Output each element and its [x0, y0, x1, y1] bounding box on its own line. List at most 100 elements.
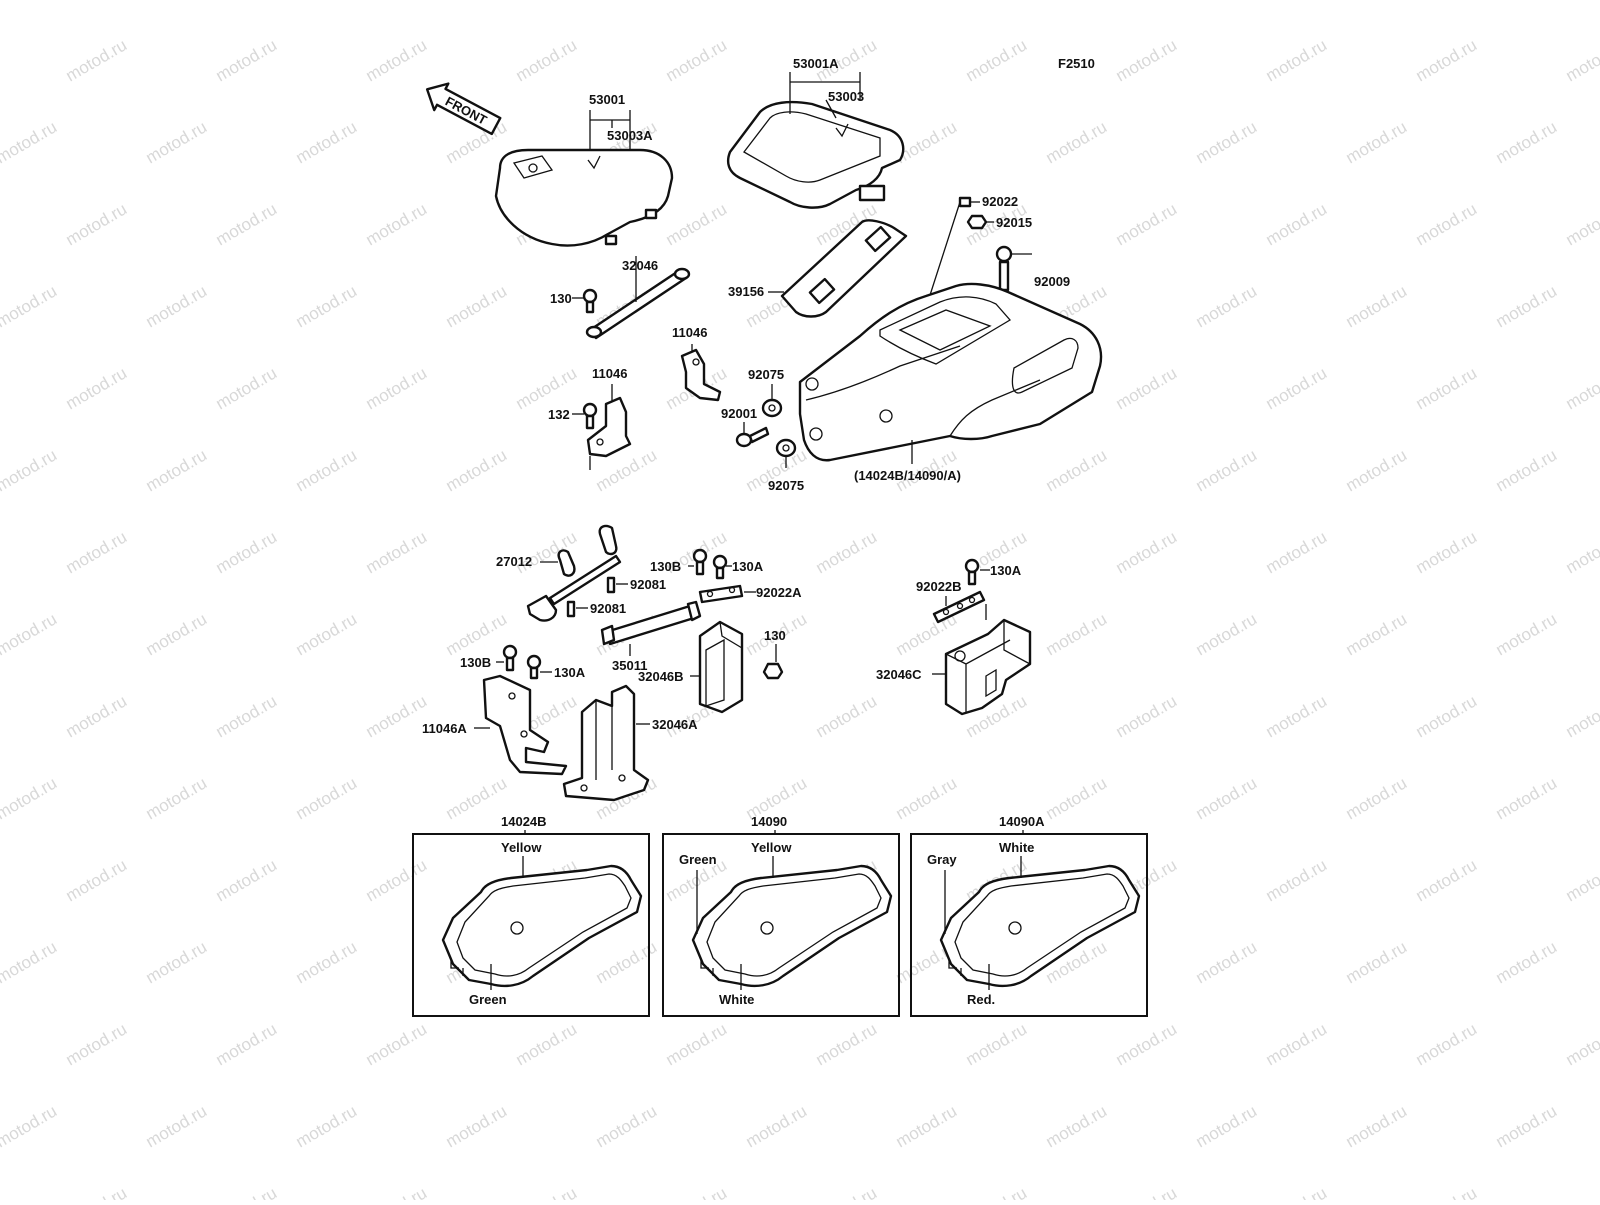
variant-part-number: 14090A [999, 814, 1045, 829]
watermark-text: motod.ru [1493, 0, 1561, 3]
watermark-text: motod.ru [1563, 855, 1600, 905]
watermark-text: motod.ru [1193, 773, 1261, 823]
label-11046-left: 11046 [592, 366, 627, 381]
watermark-text: motod.ru [1343, 1101, 1411, 1151]
watermark-text: motod.ru [1413, 199, 1481, 249]
watermark-text: motod.ru [143, 117, 211, 167]
watermark-text: motod.ru [1193, 609, 1261, 659]
seat-53001 [496, 150, 672, 246]
watermark-text: motod.ru [1263, 855, 1331, 905]
watermark-text: motod.ru [1043, 0, 1111, 3]
watermark-text: motod.ru [1263, 199, 1331, 249]
watermark-text: motod.ru [143, 773, 211, 823]
variant-top-color: White [999, 840, 1034, 855]
label-92001: 92001 [721, 406, 757, 421]
watermark-text: motod.ru [213, 363, 281, 413]
watermark-text: motod.ru [1563, 35, 1600, 85]
watermark-text: motod.ru [813, 691, 881, 741]
watermark-text: motod.ru [363, 363, 431, 413]
watermark-text: motod.ru [213, 855, 281, 905]
label-92022: 92022 [982, 194, 1018, 209]
label-53003: 53003 [828, 89, 864, 104]
watermark-text: motod.ru [293, 117, 361, 167]
watermark-text: motod.ru [893, 773, 961, 823]
watermark-text: motod.ru [593, 1101, 661, 1151]
variant-side-color: Gray [927, 852, 957, 867]
plate-92022B [934, 592, 984, 622]
watermark-text: motod.ru [1343, 117, 1411, 167]
watermark-text: motod.ru [663, 1019, 731, 1069]
watermark-text: motod.ru [213, 691, 281, 741]
watermark-text: motod.ru [1113, 527, 1181, 577]
watermark-text: motod.ru [443, 445, 511, 495]
label-130A-b: 130A [554, 665, 586, 680]
watermark-text: motod.ru [143, 1101, 211, 1151]
watermark-text: motod.ru [1493, 609, 1561, 659]
label-53001A: 53001A [793, 56, 839, 71]
watermark-text: motod.ru [1413, 363, 1481, 413]
watermark-text: motod.ru [743, 1101, 811, 1151]
watermark-text: motod.ru [963, 1019, 1031, 1069]
watermark-text: motod.ru [1043, 117, 1111, 167]
variant-bottom-color: Red. [967, 992, 995, 1007]
label-32046C: 32046C [876, 667, 922, 682]
watermark-text: motod.ru [1343, 773, 1411, 823]
watermark-text: motod.ru [1563, 363, 1600, 413]
watermark-text: motod.ru [63, 691, 131, 741]
watermark-text: motod.ru [813, 1183, 881, 1200]
watermark-text: motod.ru [213, 1019, 281, 1069]
watermark-text: motod.ru [293, 1101, 361, 1151]
watermark-text: motod.ru [443, 609, 511, 659]
watermark-text: motod.ru [0, 773, 60, 823]
watermark-text: motod.ru [0, 281, 60, 331]
watermark-text: motod.ru [1563, 1019, 1600, 1069]
watermark-text: motod.ru [363, 527, 431, 577]
watermark-text: motod.ru [63, 855, 131, 905]
watermark-text: motod.ru [963, 35, 1031, 85]
watermark-text: motod.ru [293, 937, 361, 987]
bolt-130-top [572, 290, 596, 312]
label-32046: 32046 [622, 258, 658, 273]
label-92075-a: 92075 [748, 367, 784, 382]
plate-92022A [700, 586, 756, 602]
watermark-text: motod.ru [1563, 691, 1600, 741]
watermark-text: motod.ru [363, 855, 431, 905]
watermark-text: motod.ru [813, 1019, 881, 1069]
bolt-132 [572, 404, 596, 428]
watermark-text: motod.ru [1043, 609, 1111, 659]
label-130B-b: 130B [460, 655, 491, 670]
watermark-text: motod.ru [363, 35, 431, 85]
watermark-text: motod.ru [0, 1101, 60, 1151]
bracket-11046A [474, 676, 566, 774]
label-27012: 27012 [496, 554, 532, 569]
watermark-text: motod.ru [513, 1019, 581, 1069]
watermark-text: motod.ru [513, 1183, 581, 1200]
watermark-text: motod.ru [1113, 35, 1181, 85]
watermark-text: motod.ru [143, 0, 211, 3]
watermark-text: motod.ru [143, 445, 211, 495]
label-92081-b: 92081 [590, 601, 626, 616]
label-53003A: 53003A [607, 128, 653, 143]
watermark-text: motod.ru [1563, 527, 1600, 577]
bolt-92081-a [608, 578, 628, 592]
watermark-text: motod.ru [1113, 691, 1181, 741]
bracket-32046B [690, 622, 742, 712]
label-130B-a: 130B [650, 559, 681, 574]
watermark-text: motod.ru [1193, 117, 1261, 167]
watermark-text: motod.ru [293, 445, 361, 495]
watermark-text: motod.ru [0, 937, 60, 987]
watermark-text: motod.ru [1193, 0, 1261, 3]
watermark-text: motod.ru [213, 527, 281, 577]
watermark-text: motod.ru [593, 0, 661, 3]
seat-53001A [728, 102, 903, 208]
watermark-text: motod.ru [1263, 1183, 1331, 1200]
watermark-text: motod.ru [293, 609, 361, 659]
watermark-text: motod.ru [0, 609, 60, 659]
watermark-text: motod.ru [1493, 445, 1561, 495]
watermark-text: motod.ru [1413, 35, 1481, 85]
